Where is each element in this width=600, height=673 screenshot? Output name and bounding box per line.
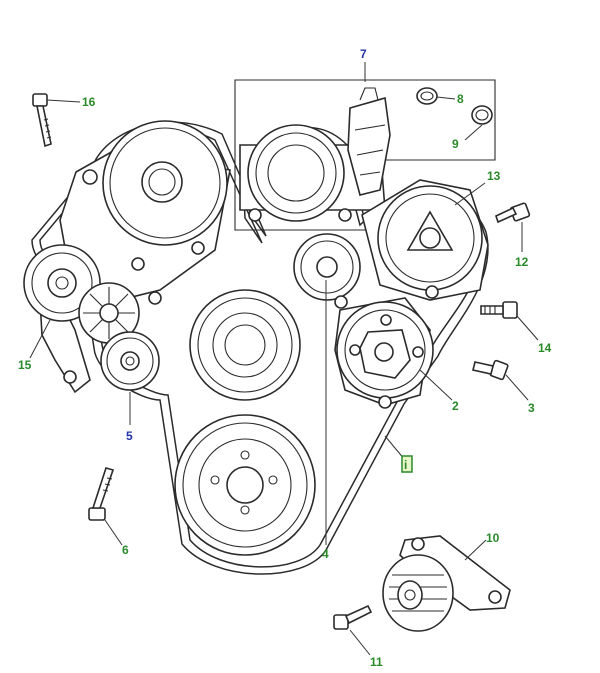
center-pulley [189, 289, 301, 401]
idler-assembly-10 [382, 535, 511, 632]
bolt-3 [472, 359, 509, 381]
idler-pulley-5 [100, 331, 160, 391]
callout-labels: 7 8 9 16 13 12 14 3 2 4 5 6 15 10 11 [18, 47, 552, 669]
alternator-group-7 [234, 79, 496, 231]
bolt-12 [495, 202, 531, 224]
callout-6: 6 [122, 543, 129, 557]
bolt-16 [32, 93, 52, 148]
callout-7: 7 [360, 47, 367, 61]
info-icon[interactable] [401, 455, 413, 473]
callout-15: 15 [18, 358, 32, 372]
upper-left-pulley [102, 120, 228, 246]
leader-lines [29, 62, 539, 656]
pump-pulley-13 [361, 179, 489, 301]
callout-3: 3 [528, 401, 535, 415]
callout-9: 9 [452, 137, 459, 151]
bolt-14 [480, 301, 518, 319]
callout-12: 12 [515, 255, 529, 269]
belt-tensioner-2 [334, 295, 434, 409]
callout-8: 8 [457, 92, 464, 106]
callout-10: 10 [486, 531, 500, 545]
bolt-6 [88, 467, 115, 521]
callout-5: 5 [126, 429, 133, 443]
callout-13: 13 [487, 169, 501, 183]
seal-ring-9 [471, 105, 493, 125]
crankshaft-pulley [174, 414, 316, 556]
info-glyph: i [404, 458, 407, 472]
callout-16: 16 [82, 95, 96, 109]
idler-pulley-4 [293, 233, 361, 301]
callout-2: 2 [452, 399, 459, 413]
callout-14: 14 [538, 341, 552, 355]
bolt-11 [333, 604, 373, 630]
callout-11: 11 [370, 655, 383, 669]
callout-4: 4 [322, 547, 329, 561]
seal-ring-8 [416, 87, 438, 105]
belt-info-marker[interactable]: i [401, 455, 413, 473]
